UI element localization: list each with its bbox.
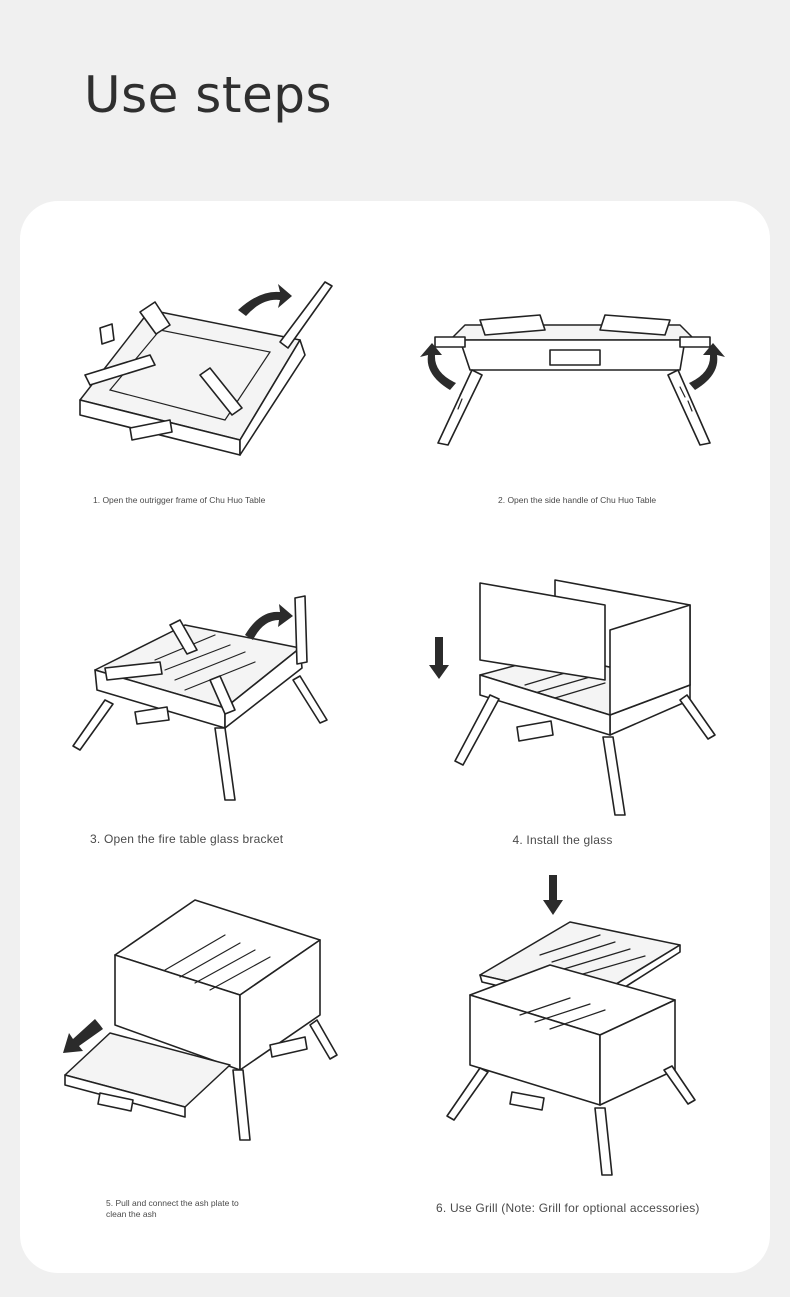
step-1-caption: 1. Open the outrigger frame of Chu Huo T…: [93, 495, 266, 505]
step-6-caption: 6. Use Grill (Note: Grill for optional a…: [436, 1201, 700, 1215]
step-5-illustration: [55, 895, 340, 1145]
step-5-caption: 5. Pull and connect the ash plate to cle…: [106, 1198, 239, 1219]
step-2-caption: 2. Open the side handle of Chu Huo Table: [498, 495, 657, 505]
step-2-illustration: [410, 295, 735, 455]
step-5-caption-line-2: clean the ash: [106, 1208, 157, 1219]
step-3-illustration: [65, 590, 335, 805]
step-4-illustration: [425, 575, 720, 820]
step-6-illustration: [440, 870, 710, 1180]
step-1-illustration: [60, 270, 350, 470]
step-4-caption: 4. Install the glass: [512, 833, 613, 847]
page-title: Use steps: [84, 66, 333, 124]
step-5-caption-line-1: 5. Pull and connect the ash plate to: [106, 1198, 239, 1208]
step-3-caption: 3. Open the fire table glass bracket: [90, 832, 284, 846]
